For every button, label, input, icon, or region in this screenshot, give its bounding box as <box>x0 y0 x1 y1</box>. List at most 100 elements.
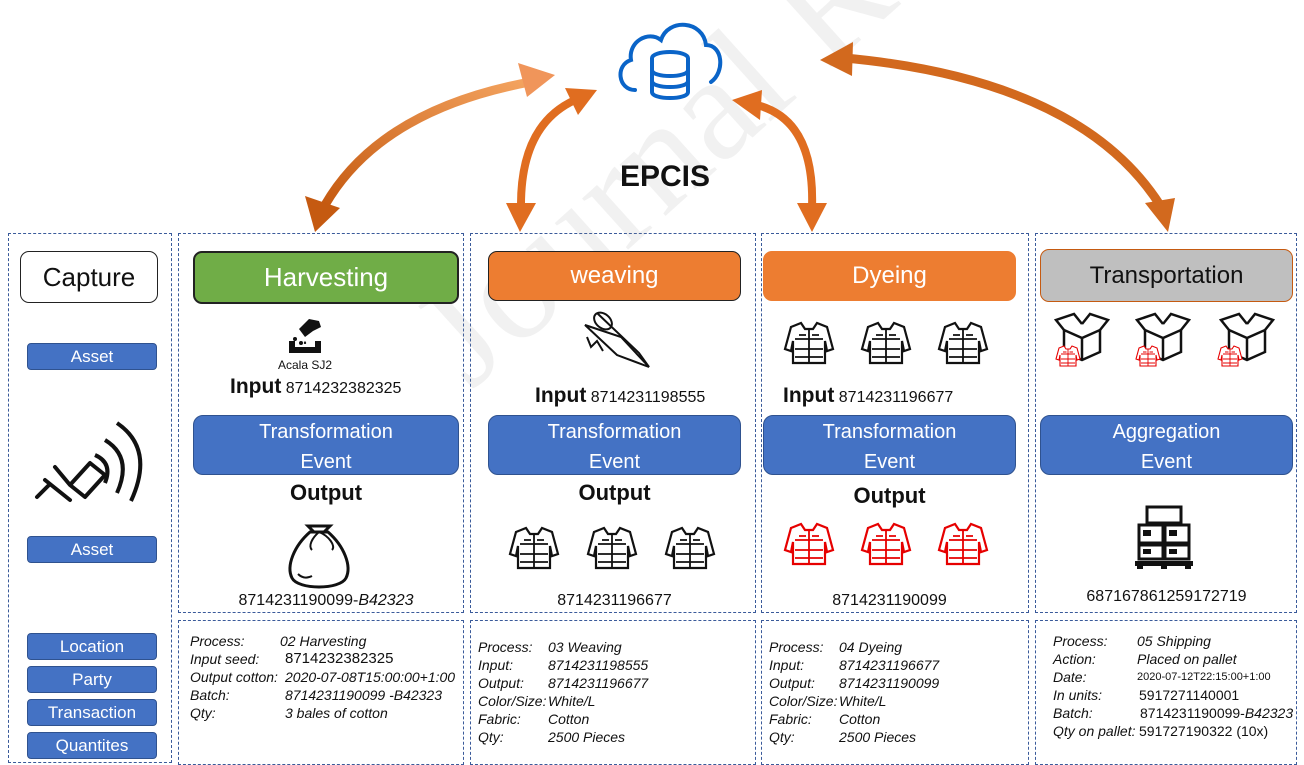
info-val: Placed on pallet <box>1137 651 1237 667</box>
dyeing-input-code: 8714231196677 <box>838 389 954 406</box>
epcis-title: EPCIS <box>619 160 711 193</box>
info-key: Date: <box>1053 669 1087 685</box>
info-val: Cotton <box>548 711 590 727</box>
pallet-boxes-icon <box>1135 505 1193 569</box>
dyeing-header[interactable]: Dyeing <box>763 251 1016 301</box>
harvesting-input: Input 8714232382325 <box>230 375 401 399</box>
info-key: Action: <box>1053 651 1096 667</box>
harvesting-top-frame <box>178 233 464 613</box>
dyeing-input: Input 8714231196677 <box>783 384 953 408</box>
info-key: Process: <box>1053 633 1108 649</box>
harvesting-header[interactable]: Harvesting <box>193 251 459 304</box>
capture-title: Capture <box>20 251 158 303</box>
info-key: Color/Size: <box>478 693 547 709</box>
info-val: 8714231198555 <box>548 657 649 673</box>
info-key: Qty on pallet: <box>1053 723 1136 739</box>
info-key: Color/Size: <box>769 693 838 709</box>
arrow-weaving <box>516 96 577 209</box>
transaction-button[interactable]: Transaction <box>27 699 157 726</box>
info-val: 5917271140001 <box>1139 687 1240 703</box>
info-key: Output: <box>478 675 524 691</box>
output-code-batch: B42323 <box>358 592 414 609</box>
info-key: Process: <box>478 639 533 655</box>
info-val: 2020-07-12T22:15:00+1:00 <box>1137 671 1271 683</box>
info-key: Qty: <box>190 705 216 721</box>
location-button[interactable]: Location <box>27 633 157 660</box>
info-key: Fabric: <box>478 711 521 727</box>
harvesting-transformation-event[interactable]: Transformation Event <box>193 415 459 475</box>
arrow-harvesting <box>321 77 531 208</box>
info-val: 2500 Pieces <box>548 729 626 745</box>
dyeing-top-frame <box>761 233 1029 613</box>
event-line1: Aggregation <box>1112 421 1221 443</box>
asset-button-bottom[interactable]: Asset <box>27 536 157 563</box>
cloud-database-icon <box>618 22 723 100</box>
arrow-transportation <box>844 53 1164 208</box>
info-val: 2500 Pieces <box>839 729 917 745</box>
weaving-output-label: Output <box>578 480 651 505</box>
transportation-output-code: 687167861259172719 <box>1086 588 1247 605</box>
info-val: White/L <box>548 693 596 709</box>
harvesting-output-code: 8714231190099-B42323 <box>193 592 459 610</box>
asset-button-top[interactable]: Asset <box>27 343 157 370</box>
event-line2: Event <box>863 451 916 473</box>
info-val: 8714231196677 <box>839 657 940 673</box>
weaving-top-frame <box>470 233 756 613</box>
event-line2: Event <box>300 451 352 473</box>
fabric-roll-icon <box>584 311 650 368</box>
dyeing-info: Process: 04 Dyeing Input: 8714231196677 Ou… <box>769 638 939 746</box>
quantites-button[interactable]: Quantites <box>27 732 157 759</box>
info-key: Batch: <box>1053 705 1093 721</box>
info-key: Input: <box>478 657 514 673</box>
info-val: 591727190322 (10x) <box>1139 723 1269 739</box>
aggregation-event[interactable]: Aggregation Event <box>1040 415 1293 475</box>
info-key: Output: <box>769 675 815 691</box>
dyeing-transformation-event[interactable]: Transformation Event <box>763 415 1016 475</box>
cotton-bag-icon <box>288 524 350 589</box>
harvesting-input-label: Input <box>230 375 282 398</box>
info-val: Cotton <box>839 711 881 727</box>
info-val: 8714231190099- <box>1140 705 1245 721</box>
info-val: 8714231190099 <box>839 675 940 691</box>
event-line1: Transformation <box>259 421 393 443</box>
info-val-batch: B42323 <box>1244 705 1294 721</box>
info-key: Qty: <box>478 729 504 745</box>
info-key: Output cotton: <box>190 669 278 685</box>
transportation-info: Process: 05 Shipping Action: Placed on pal… <box>1053 632 1293 740</box>
arrow-dyeing <box>755 101 817 209</box>
seed-planting-icon <box>289 319 321 353</box>
event-line2: Event <box>588 451 641 473</box>
info-key: Fabric: <box>769 711 812 727</box>
info-val: White/L <box>839 693 887 709</box>
info-val: 8714231196677 <box>548 675 649 691</box>
info-val: 8714231190099 -B42323 <box>285 687 443 703</box>
party-button[interactable]: Party <box>27 666 157 693</box>
info-val: 04 Dyeing <box>839 639 903 655</box>
weaving-transformation-event[interactable]: Transformation Event <box>488 415 741 475</box>
harvesting-output-label: Output <box>289 480 363 505</box>
info-val: 8714232382325 <box>285 650 394 667</box>
info-key: Input seed: <box>190 651 260 667</box>
exchange-arrows <box>305 42 1175 232</box>
info-val: 03 Weaving <box>548 639 622 655</box>
transportation-header[interactable]: Transportation <box>1040 249 1293 302</box>
info-key: Process: <box>769 639 824 655</box>
weaving-info: Process: 03 Weaving Input: 8714231198555 O… <box>478 638 648 746</box>
rfid-scanner-icon <box>35 421 143 502</box>
seed-label: Acala SJ2 <box>277 358 333 372</box>
event-line1: Transformation <box>547 421 682 443</box>
weaving-output-code: 8714231196677 <box>557 592 672 609</box>
harvesting-info: Process:02 Harvesting Input seed:8714232… <box>190 632 455 722</box>
event-line2: Event <box>1140 451 1193 473</box>
info-key: In units: <box>1053 687 1103 703</box>
info-val: 3 bales of cotton <box>285 705 388 721</box>
weaving-header[interactable]: weaving <box>488 251 741 301</box>
dyeing-output-code: 8714231190099 <box>832 592 947 609</box>
transportation-top-frame <box>1035 233 1297 613</box>
info-key: Qty: <box>769 729 795 745</box>
info-key: Input: <box>769 657 805 673</box>
output-code-main: 8714231190099- <box>238 592 359 609</box>
info-val: 05 Shipping <box>1137 633 1211 649</box>
info-key: Process: <box>190 633 245 649</box>
info-key: Batch: <box>190 687 230 703</box>
